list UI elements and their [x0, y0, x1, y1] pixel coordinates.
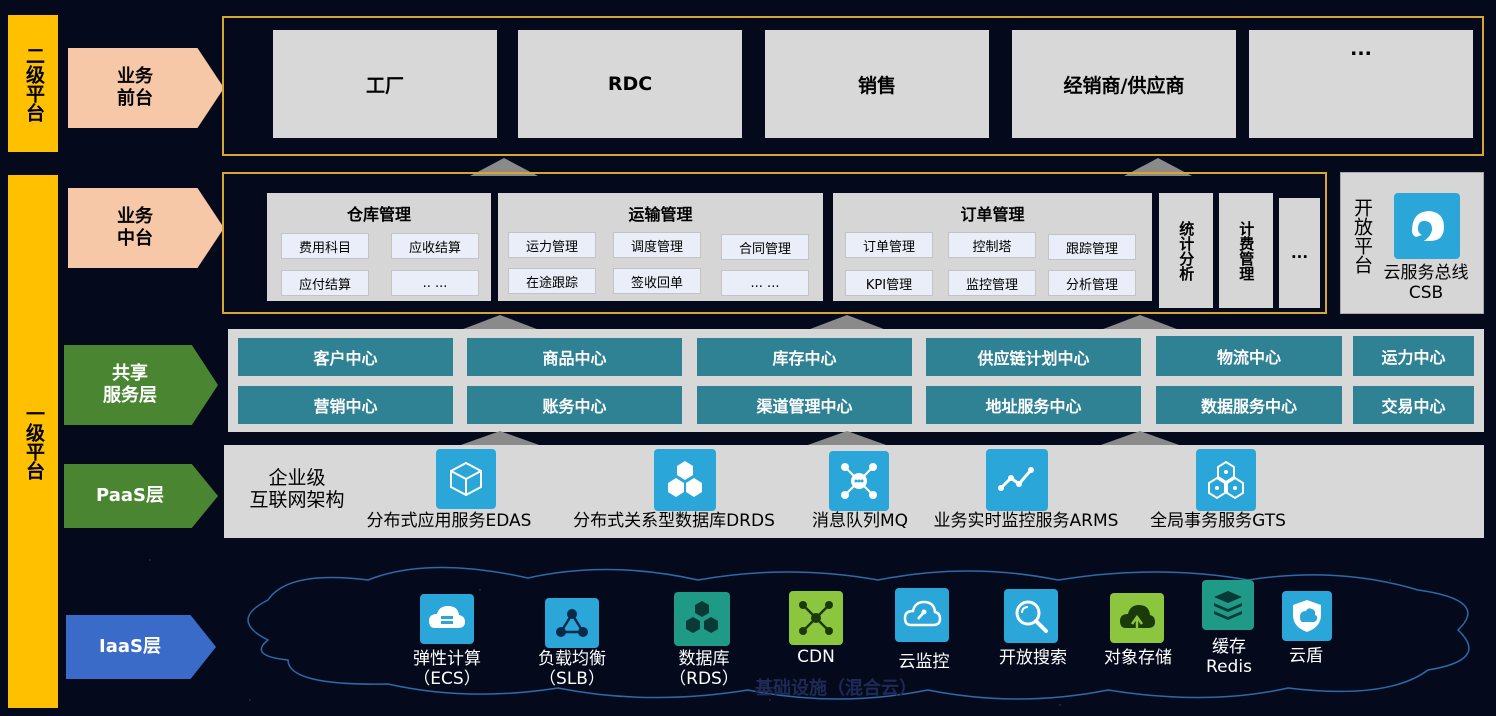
shared-center-box: 交易中心	[1353, 386, 1474, 424]
front-box-more: ...	[1249, 30, 1473, 138]
front-box-label: 销售	[857, 74, 896, 97]
billing-management-box: 计费管理	[1219, 193, 1273, 308]
up-arrow-icon	[1098, 315, 1182, 331]
front-box-label: ...	[1350, 38, 1372, 60]
paas-service-label: 全局事务服务GTS	[1150, 511, 1286, 531]
infrastructure-footer: 基础设施（混合云）	[755, 678, 917, 699]
transport-item: 在途跟踪	[508, 268, 596, 294]
cloud-monitor-icon	[895, 588, 949, 642]
shared-center-box: 库存中心	[697, 338, 912, 376]
stats-analysis-box: 统计分析	[1159, 193, 1213, 308]
transport-item: 签收回单	[613, 268, 701, 294]
shared-center-box: 商品中心	[467, 338, 682, 376]
shared-center-box: 账务中心	[467, 386, 682, 424]
transport-item: ... ...	[721, 270, 809, 296]
csb-bus-icon	[1394, 193, 1460, 259]
warehouse-item: 费用科目	[281, 233, 369, 259]
iaas-service-label: 开放搜索	[999, 648, 1067, 668]
order-item: 控制塔	[948, 232, 1036, 258]
iaas-service-label: 云监控	[898, 652, 950, 672]
front-box-label: 经销商/供应商	[1063, 74, 1185, 97]
iaas-service-label: 缓存 Redis	[1206, 637, 1252, 677]
warehouse-item: 应收结算	[391, 233, 479, 259]
iaas-service-label: CDN	[797, 647, 835, 667]
layer-tag-middle: 业务 中台	[68, 188, 224, 268]
cloud-outline-icon	[247, 566, 1470, 700]
open-platform-label: 开放平台	[1351, 198, 1373, 274]
transport-item: 合同管理	[721, 234, 809, 260]
shared-center-box: 数据服务中心	[1156, 386, 1342, 424]
shared-center-box: 地址服务中心	[926, 386, 1141, 424]
paas-intro-label: 企业级 互联网架构	[249, 467, 345, 511]
up-arrow-icon	[458, 315, 542, 331]
shared-center-box: 营销中心	[238, 386, 453, 424]
paas-service-label: 业务实时监控服务ARMS	[933, 511, 1119, 531]
front-box-dealer: 经销商/供应商	[1012, 30, 1236, 138]
order-item: 分析管理	[1048, 270, 1136, 296]
shared-center-box: 渠道管理中心	[697, 386, 912, 424]
front-box-label: RDC	[607, 73, 653, 95]
layer-tag-iaas: IaaS层	[66, 615, 216, 679]
middle-more-box: ...	[1279, 198, 1320, 308]
shared-center-box: 供应链计划中心	[926, 338, 1141, 376]
order-item: KPI管理	[845, 270, 933, 296]
shared-center-box: 运力中心	[1353, 336, 1474, 376]
front-box-factory: 工厂	[273, 30, 497, 138]
order-item: 跟踪管理	[1048, 234, 1136, 260]
network-nodes-icon	[545, 598, 599, 648]
distributed-db-icon	[654, 449, 716, 511]
global-transaction-icon	[1196, 449, 1256, 511]
up-arrow-icon	[805, 431, 889, 446]
cloud-server-icon	[420, 594, 474, 644]
paas-service-label: 消息队列MQ	[811, 511, 909, 531]
tier-label-first: 一级平台	[8, 175, 58, 708]
front-box-rdc: RDC	[518, 30, 742, 138]
layer-tag-paas: PaaS层	[64, 464, 218, 528]
order-item: 监控管理	[948, 270, 1036, 296]
shared-center-box: 物流中心	[1156, 336, 1342, 376]
tier-label-second: 二级平台	[8, 15, 58, 152]
middle-frame	[222, 172, 1327, 314]
hexagon-database-icon	[674, 592, 730, 646]
up-arrow-icon	[1098, 431, 1182, 446]
up-arrow-icon	[805, 315, 889, 331]
paas-service-label: 分布式应用服务EDAS	[366, 511, 532, 531]
iaas-service-label: 负载均衡 （SLB）	[538, 649, 606, 689]
front-box-label: 工厂	[365, 74, 404, 97]
shared-center-box: 客户中心	[238, 338, 453, 376]
warehouse-item: .. ...	[391, 270, 479, 296]
transport-panel-title: 运输管理	[628, 205, 693, 224]
front-box-sales: 销售	[765, 30, 989, 138]
csb-label: 云服务总线 CSB	[1383, 263, 1469, 304]
search-icon	[1004, 589, 1058, 643]
order-panel-title: 订单管理	[960, 205, 1025, 224]
transport-item: 调度管理	[613, 232, 701, 258]
iaas-service-label: 对象存储	[1104, 648, 1172, 668]
iaas-service-label: 云盾	[1289, 646, 1323, 666]
order-item: 订单管理	[845, 232, 933, 258]
layer-tag-shared: 共享 服务层	[64, 345, 218, 425]
front-frame	[222, 16, 1484, 156]
shield-icon	[1282, 591, 1332, 641]
stack-layers-icon	[1202, 580, 1254, 630]
cube-app-icon	[436, 449, 496, 509]
object-storage-icon	[1110, 593, 1164, 643]
realtime-monitor-icon	[986, 449, 1048, 511]
warehouse-item: 应付结算	[281, 270, 369, 296]
layer-tag-front: 业务 前台	[68, 48, 224, 128]
transport-item: 运力管理	[508, 232, 596, 258]
up-arrow-icon	[458, 431, 542, 446]
iaas-service-label: 数据库 （RDS）	[669, 649, 739, 689]
warehouse-panel-title: 仓库管理	[346, 205, 411, 224]
paas-service-label: 分布式关系型数据库DRDS	[573, 511, 775, 531]
iaas-service-label: 弹性计算 （ECS）	[413, 649, 481, 689]
cdn-network-icon	[789, 591, 843, 645]
message-queue-icon	[829, 451, 889, 511]
